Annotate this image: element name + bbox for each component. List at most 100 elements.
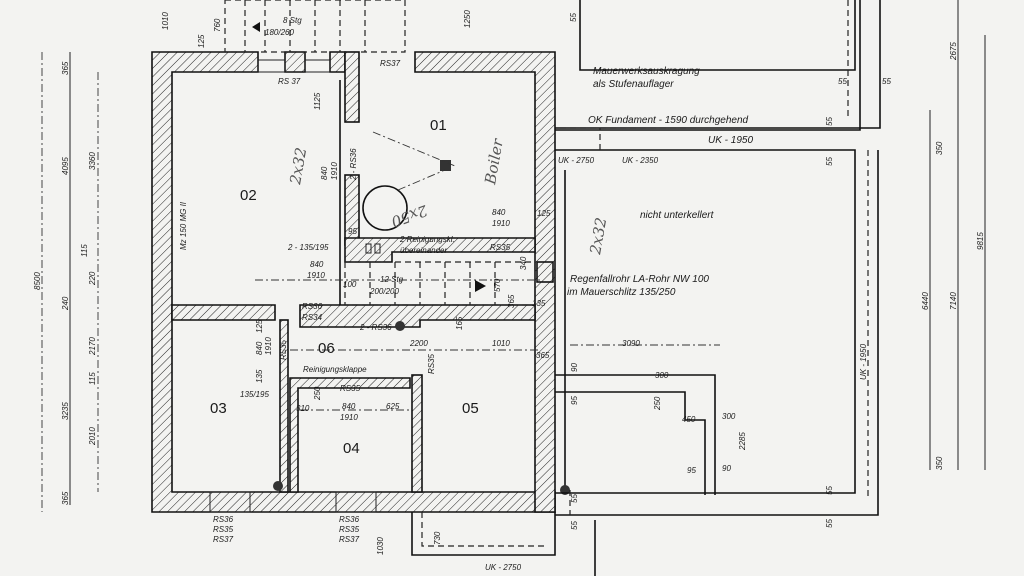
dimension-label: 8500 [33,272,42,290]
dimension-label: 6440 [921,292,930,310]
stairs-mid-count: 12 Stg [380,275,404,284]
note-not-basement: nicht unterkellert [640,210,715,221]
dimension-label: 7140 [949,292,958,310]
note-downpipe-2: im Mauerschlitz 135/250 [567,287,676,298]
boiler-tank [362,185,408,231]
dimension-label: 1030 [376,537,385,555]
dimension-label: 1125 [313,92,322,110]
dimension-label: 95 [687,466,696,475]
dimension-label: 840 [320,166,329,180]
room-04-label: 04 [343,440,360,457]
dimension-label: 135 [532,299,546,308]
dimension-label: 55 [569,13,578,22]
window-left-lintel-3: RS37 [213,535,234,544]
dimension-label: 250 [653,396,662,411]
dimension-label: 55 [825,486,834,495]
lintel-rs36-v: 2 - RS36 [349,148,358,181]
lintel-rs35-a: RS35 [490,243,511,252]
stairs-mid-dim: 200/200 [369,287,399,296]
dimension-label: 3090 [622,339,640,348]
dimension-label: 450 [682,415,696,424]
dimension-label: 730 [433,531,442,545]
dimension-label: 365 [507,294,516,308]
lintel-rs35-v2: RS35 [427,353,436,374]
dimension-label: 350 [935,141,944,155]
dimension-label: 1010 [492,339,510,348]
window-left-lintel-1: RS36 [213,515,234,524]
dimension-label: 840 [310,260,324,269]
dimension-label: 2675 [949,42,958,61]
dimension-label: 9815 [976,232,985,250]
dimension-label: 115 [88,372,97,385]
dimension-label: 300 [722,412,736,421]
handwritten-2x32-right: 2x32 [586,216,610,257]
note-downpipe: Regenfallrohr LA-Rohr NW 100 [570,274,709,285]
dimension-label: 240 [61,296,70,311]
dimension-label: 125 [255,319,264,333]
dimension-label: 55 [825,117,834,126]
note-uk2350: UK - 2350 [622,156,659,165]
handwritten-boiler: Boiler [481,137,507,187]
stairs [224,0,536,306]
dimension-label: 1910 [492,219,510,228]
dimension-label: 95 [570,396,579,405]
lintel-rs36: RS36 [302,302,323,311]
note-uk2750-bottom: UK - 2750 [485,563,522,572]
dimension-label: 760 [213,18,222,32]
lintel-rs35-v: RS35 [279,339,288,360]
room-02-label: 02 [240,187,257,204]
note-wall-type: Mz 150 MG II [179,201,188,250]
opening-size-2: 135/195 [240,390,269,399]
dimension-label: 95 [348,227,357,236]
dimension-label: 300 [655,371,669,380]
dimension-label: 3235 [61,402,70,420]
dimension-label: 55 [570,494,579,503]
interior-walls [171,237,554,493]
dimension-lines [41,0,986,512]
note-masonry: Mauerwerksauskragung [593,66,700,77]
dimension-label: 135 [255,369,264,383]
room-06-label: 06 [318,340,335,357]
dimension-label: 365 [61,61,70,75]
dimension-label: 840 [342,402,356,411]
handwritten-2x50: 2x50 [388,201,430,231]
note-uk1950-vert: UK - 1950 [859,343,868,380]
handwritten-2x32-left: 2x32 [286,146,310,187]
dimension-label: 100 [343,280,357,289]
dimension-label: 220 [88,271,97,286]
opening-size-1: 2 - 135/195 [287,243,329,252]
dimension-label: 1010 [161,12,170,30]
note-masonry-2: als Stufenauflager [593,79,674,90]
window-left-lintel-2: RS35 [213,525,234,534]
dimension-label: 55 [570,521,579,530]
lintel-rs36-mid: 2 - RS36 [359,323,392,332]
dimension-label: 55 [838,77,847,86]
dimension-label: 55 [825,157,834,166]
dimension-label: 840 [492,208,506,217]
dimension-label: 250 [313,386,322,401]
dimension-label: 365 [536,351,550,360]
dimension-label: 55 [825,519,834,528]
dimension-label: 90 [570,363,579,372]
dimension-label: 55 [882,77,891,86]
dimension-label: 1910 [307,271,325,280]
window-mid-lintel-1: RS36 [339,515,360,524]
room-01-label: 01 [430,117,447,134]
lintel-rs37-left: RS 37 [278,77,301,86]
dimension-label: 840 [255,341,264,355]
dimension-label: 115 [80,244,89,257]
dimension-label: 1910 [340,413,358,422]
dimension-label: 125 [197,34,206,48]
foundation-outline [555,0,881,516]
dimension-label: 1910 [330,162,339,180]
dimension-label: 2200 [409,339,428,348]
annotations: Mauerwerksauskragung als Stufenauflager … [179,16,868,572]
dimension-label: 4095 [61,157,70,175]
dimension-label: 125 [537,209,551,218]
dimension-label: 3360 [88,152,97,170]
note-foundation: OK Fundament - 1590 durchgehend [588,115,749,126]
dimension-label: 365 [61,491,70,505]
lintel-rs37-top: RS37 [380,59,401,68]
note-uk1950: UK - 1950 [708,135,753,146]
